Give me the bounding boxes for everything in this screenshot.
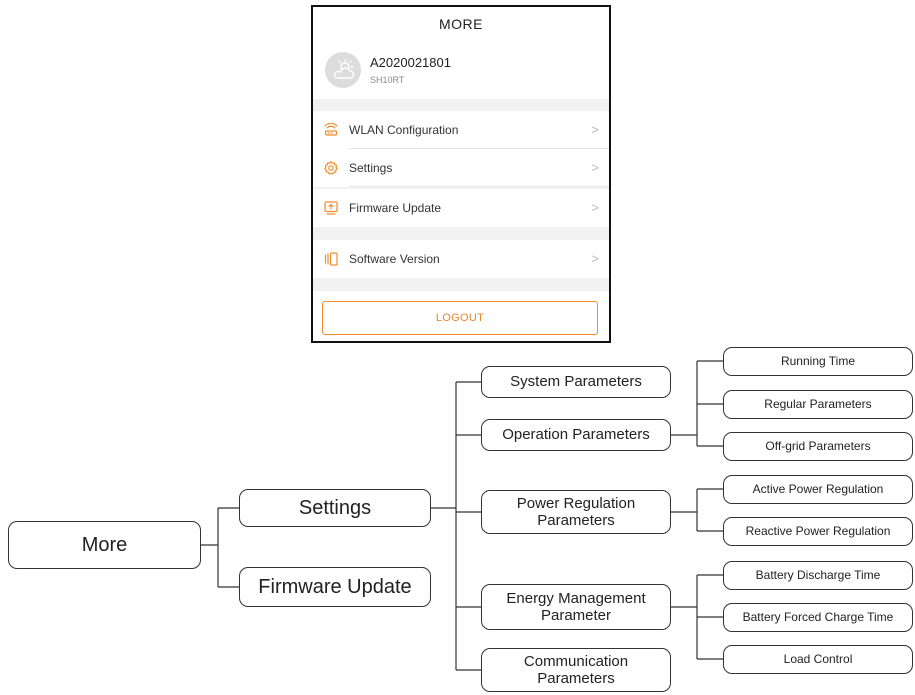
menu-label: Software Version: [349, 252, 440, 266]
more-screen: MORE A2020021801 SH10RT: [311, 5, 611, 343]
page-title: MORE: [439, 16, 483, 32]
menu-item-wlan-configuration[interactable]: WLAN Configuration >: [313, 111, 609, 149]
node-battery-discharge-time: Battery Discharge Time: [723, 561, 913, 590]
logout-area: LOGOUT: [313, 291, 609, 341]
device-model: SH10RT: [370, 75, 405, 85]
node-running-time: Running Time: [723, 347, 913, 376]
menu-label: Settings: [349, 161, 393, 175]
node-settings: Settings: [239, 489, 431, 527]
device-name: A2020021801: [370, 55, 451, 70]
node-more: More: [8, 521, 201, 569]
node-firmware-update: Firmware Update: [239, 567, 431, 607]
version-icon: [324, 252, 338, 266]
chevron-right-icon: >: [591, 122, 599, 137]
node-battery-forced-charge-time: Battery Forced Charge Time: [723, 603, 913, 632]
upload-icon: [324, 201, 338, 215]
chevron-right-icon: >: [591, 251, 599, 266]
node-energy-management-parameter: Energy Management Parameter: [481, 584, 671, 630]
menu-item-firmware-update[interactable]: Firmware Update >: [313, 189, 609, 227]
node-communication-parameters: Communication Parameters: [481, 648, 671, 692]
chevron-right-icon: >: [591, 160, 599, 175]
menu-label: WLAN Configuration: [349, 123, 459, 137]
node-power-regulation-parameters: Power Regulation Parameters: [481, 490, 671, 534]
avatar: [325, 52, 361, 88]
gear-icon: [324, 161, 338, 175]
cloud-sun-icon: [333, 59, 355, 79]
more-header: MORE A2020021801 SH10RT: [313, 7, 609, 99]
node-off-grid-parameters: Off-grid Parameters: [723, 432, 913, 461]
node-load-control: Load Control: [723, 645, 913, 674]
divider: [349, 148, 609, 149]
node-active-power-regulation: Active Power Regulation: [723, 475, 913, 504]
chevron-right-icon: >: [591, 200, 599, 215]
divider: [349, 186, 609, 187]
node-operation-parameters: Operation Parameters: [481, 419, 671, 451]
menu-item-software-version[interactable]: Software Version >: [313, 240, 609, 278]
node-system-parameters: System Parameters: [481, 366, 671, 398]
menu-item-settings[interactable]: Settings >: [313, 149, 609, 187]
node-reactive-power-regulation: Reactive Power Regulation: [723, 517, 913, 546]
router-icon: [324, 123, 338, 136]
logout-button[interactable]: LOGOUT: [322, 301, 598, 335]
menu-label: Firmware Update: [349, 201, 442, 215]
node-regular-parameters: Regular Parameters: [723, 390, 913, 419]
